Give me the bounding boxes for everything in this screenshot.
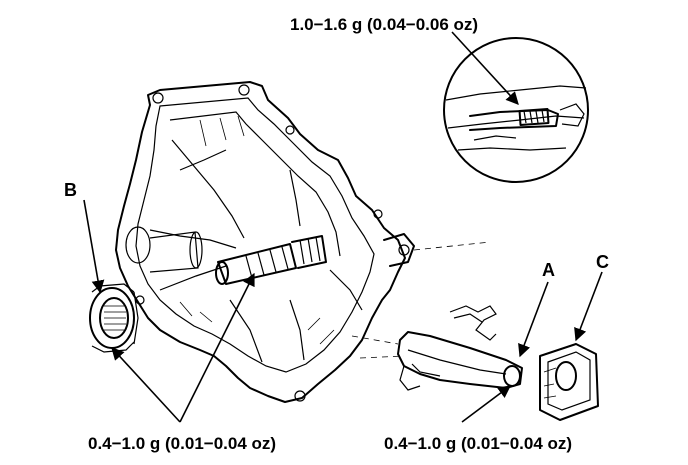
left-grease-label: 0.4−1.0 g (0.01−0.04 oz) (88, 434, 276, 453)
detail-circle (443, 37, 589, 183)
release-fork-boot (539, 343, 599, 421)
transmission-housing (115, 81, 491, 403)
left-grease-leader-shaft (179, 272, 255, 423)
callout-a-leader (518, 281, 549, 358)
right-grease-label: 0.4−1.0 g (0.01−0.04 oz) (384, 434, 572, 453)
release-fork (351, 305, 523, 391)
detail-grease-leader (451, 31, 519, 105)
callout-b-letter: B (64, 180, 77, 200)
detail-grease-label: 1.0−1.6 g (0.04−0.06 oz) (290, 15, 478, 34)
callout-c-letter: C (596, 252, 609, 272)
right-grease-leader (461, 385, 512, 423)
callout-a-letter: A (542, 260, 555, 280)
leader-lines (83, 31, 603, 423)
release-bearing (89, 283, 139, 353)
left-grease-leader-bearing (111, 347, 181, 423)
callout-b-leader (83, 199, 105, 294)
callout-c-leader (574, 271, 603, 342)
